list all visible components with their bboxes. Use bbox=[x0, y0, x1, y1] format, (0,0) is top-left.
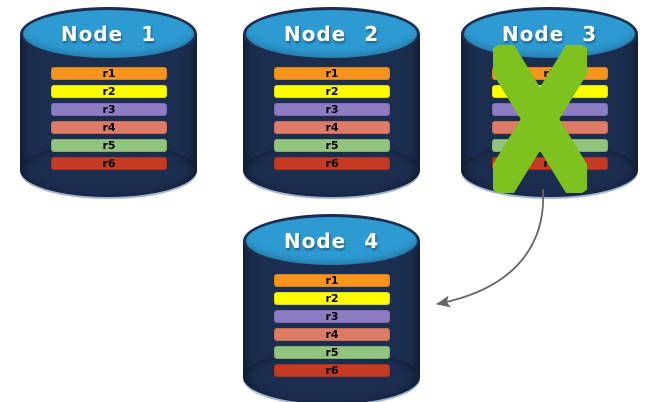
replica-label: r5 bbox=[325, 346, 339, 359]
node-3-top-ellipse: Node 3 bbox=[461, 7, 638, 61]
replica-label: r1 bbox=[325, 274, 339, 287]
node-1-top-ellipse: Node 1 bbox=[20, 7, 197, 61]
replica-row: r2 bbox=[274, 292, 390, 305]
replica-row: r2 bbox=[274, 85, 390, 98]
replica-label: r6 bbox=[102, 157, 116, 170]
replica-row: r6 bbox=[274, 364, 390, 377]
replica-row: r1 bbox=[274, 67, 390, 80]
replica-label: r2 bbox=[102, 85, 116, 98]
replica-row: r3 bbox=[274, 310, 390, 323]
replica-row: r3 bbox=[51, 103, 167, 116]
replica-label: r4 bbox=[325, 328, 339, 341]
node-4-top-ellipse: Node 4 bbox=[243, 214, 420, 268]
replica-label: r5 bbox=[325, 139, 339, 152]
replica-label: r6 bbox=[325, 157, 339, 170]
node-2-cylinder-bottom bbox=[243, 143, 420, 197]
replica-label: r1 bbox=[325, 67, 339, 80]
node-3-cylinder: Node 3 r1 r2 r3 r4 r5 r6 bbox=[461, 7, 638, 197]
replica-row: r6 bbox=[51, 157, 167, 170]
node-3-title: Node 3 bbox=[501, 22, 598, 46]
replica-label: r2 bbox=[325, 292, 339, 305]
x-arm bbox=[493, 45, 587, 193]
replica-label: r4 bbox=[102, 121, 116, 134]
replica-row: r5 bbox=[274, 139, 390, 152]
node-2-top-ellipse: Node 2 bbox=[243, 7, 420, 61]
node-2-replica-list: r1 r2 r3 r4 r5 r6 bbox=[274, 67, 390, 175]
replica-label: r3 bbox=[325, 103, 339, 116]
replica-label: r1 bbox=[102, 67, 116, 80]
failover-arrow-path bbox=[436, 188, 545, 308]
replica-row: r5 bbox=[51, 139, 167, 152]
node-1-title: Node 1 bbox=[60, 22, 157, 46]
replica-row: r6 bbox=[274, 157, 390, 170]
failure-x-icon bbox=[493, 45, 587, 193]
replica-label: r5 bbox=[102, 139, 116, 152]
replica-label: r3 bbox=[102, 103, 116, 116]
node-4-title: Node 4 bbox=[283, 229, 380, 253]
node-1-replica-list: r1 r2 r3 r4 r5 r6 bbox=[51, 67, 167, 175]
replica-row: r5 bbox=[274, 346, 390, 359]
node-2-title: Node 2 bbox=[283, 22, 380, 46]
replica-row: r4 bbox=[51, 121, 167, 134]
replica-label: r6 bbox=[325, 364, 339, 377]
replica-row: r2 bbox=[51, 85, 167, 98]
replica-row: r3 bbox=[274, 103, 390, 116]
node-1-cylinder: Node 1 r1 r2 r3 r4 r5 r6 bbox=[20, 7, 197, 197]
replica-row: r1 bbox=[274, 274, 390, 287]
replica-label: r3 bbox=[325, 310, 339, 323]
node-4-replica-list: r1 r2 r3 r4 r5 r6 bbox=[274, 274, 390, 382]
replica-row: r4 bbox=[274, 121, 390, 134]
replica-row: r1 bbox=[51, 67, 167, 80]
node-2-cylinder: Node 2 r1 r2 r3 r4 r5 r6 bbox=[243, 7, 420, 197]
replica-label: r2 bbox=[325, 85, 339, 98]
node-4-cylinder: Node 4 r1 r2 r3 r4 r5 r6 bbox=[243, 214, 420, 402]
replica-label: r4 bbox=[325, 121, 339, 134]
replica-row: r4 bbox=[274, 328, 390, 341]
node-1-cylinder-bottom bbox=[20, 143, 197, 197]
